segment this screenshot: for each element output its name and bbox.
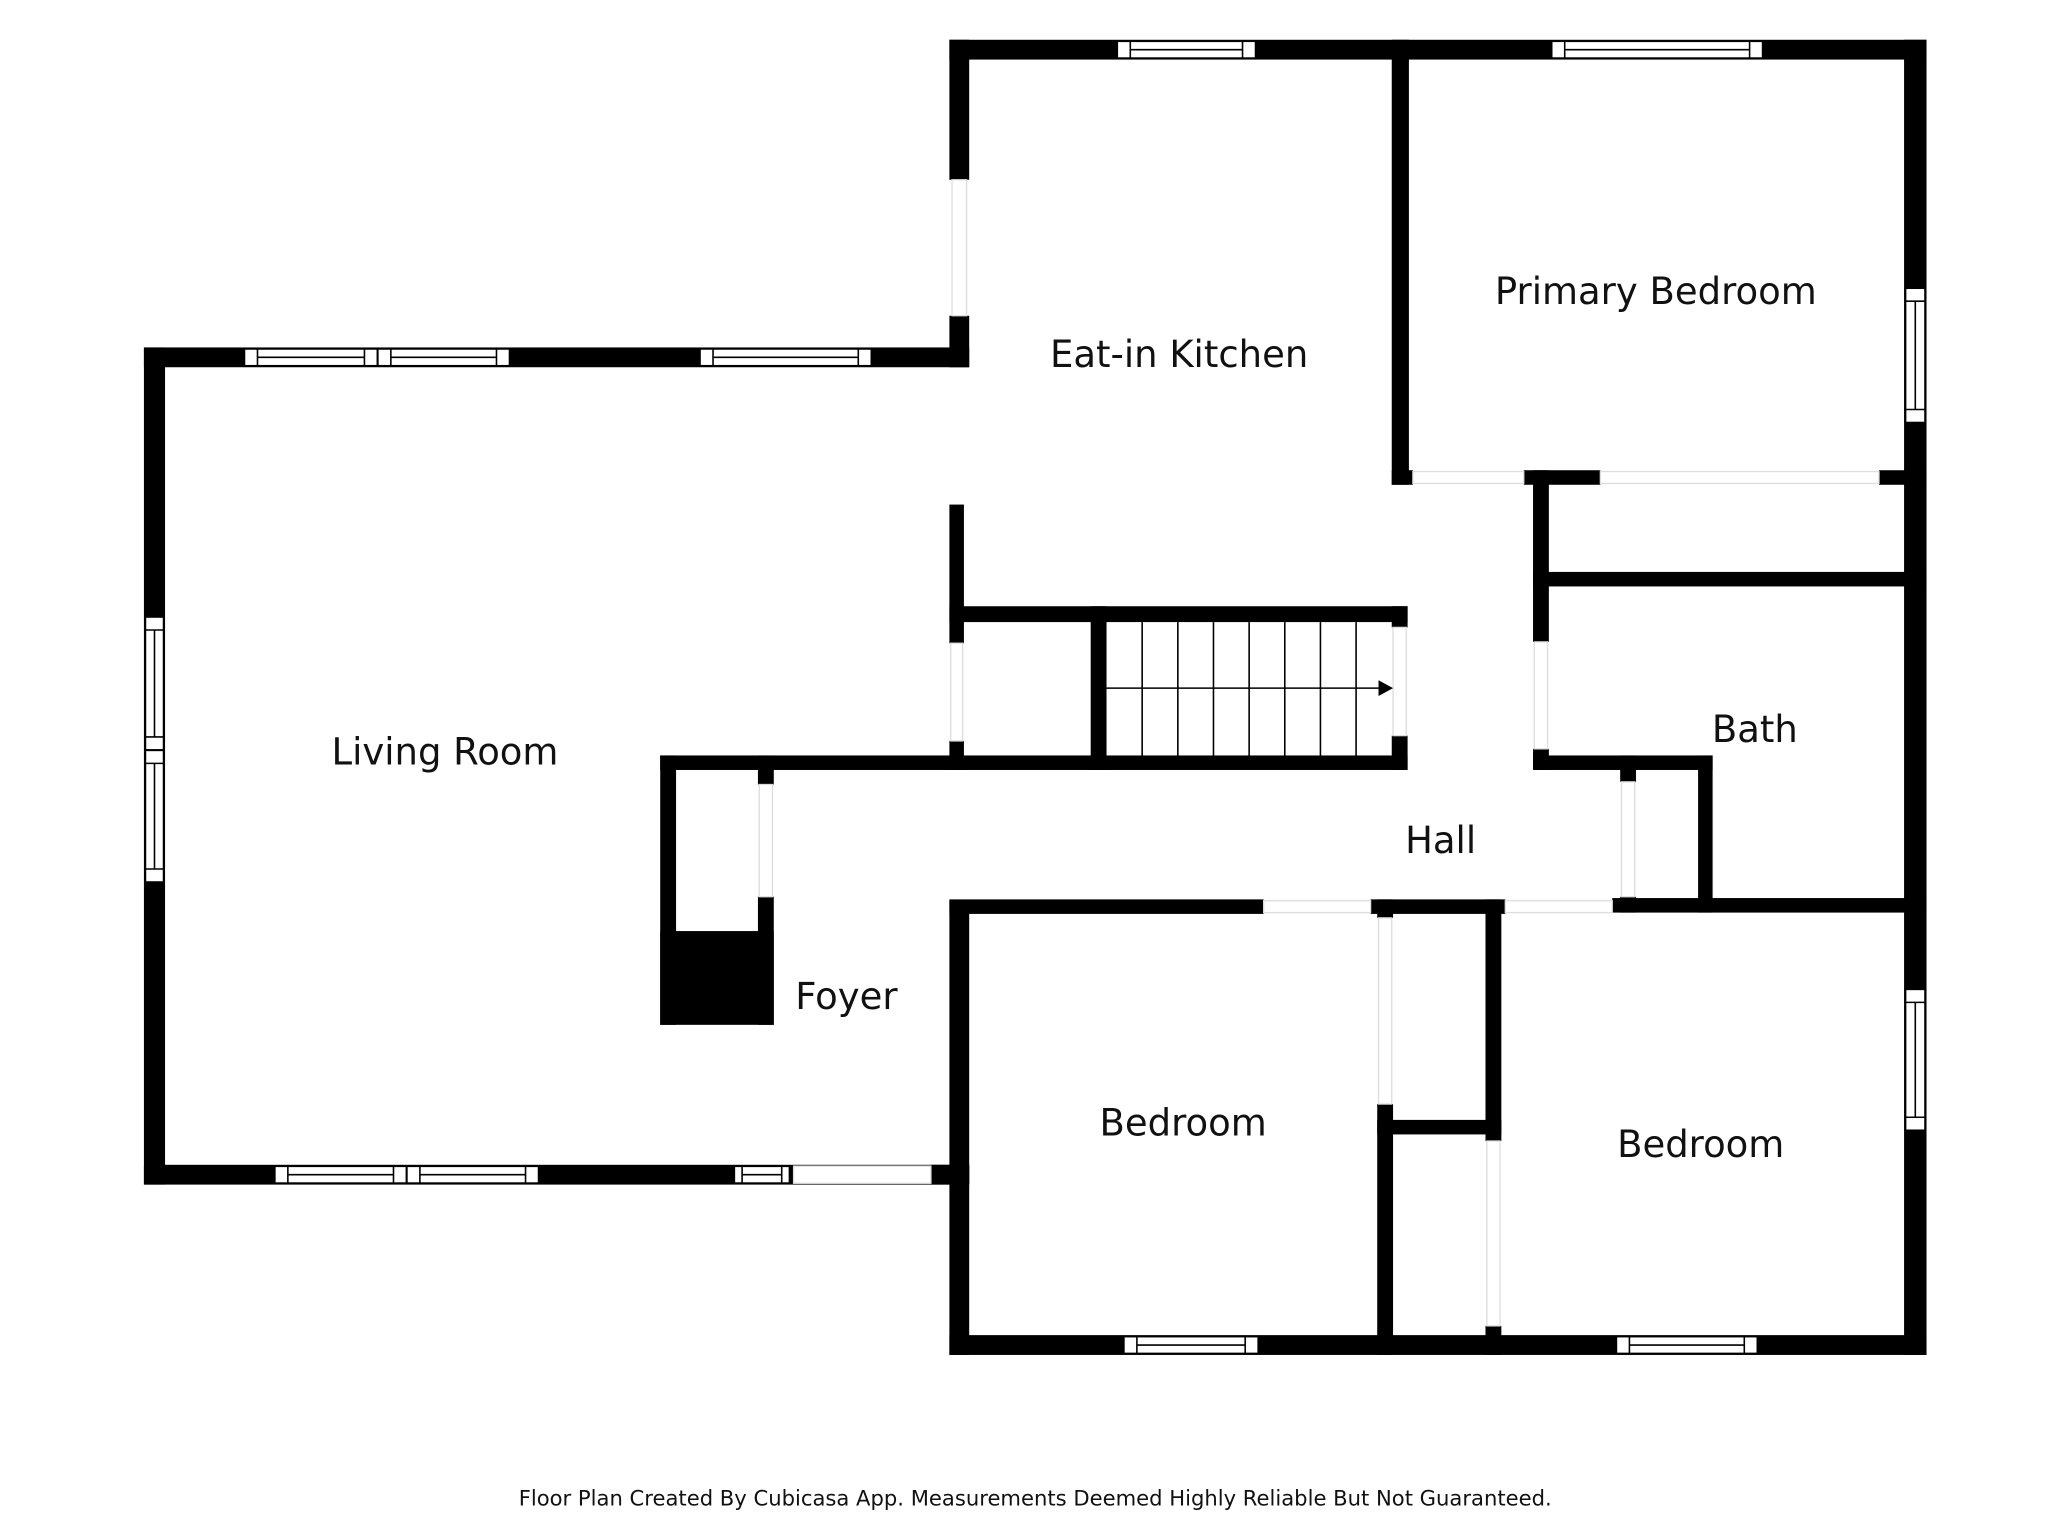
door-primary-a (1412, 470, 1525, 485)
door-primary-b (1599, 470, 1880, 485)
door-bedroom-left (1262, 900, 1372, 914)
wall-foyer-top (660, 755, 1408, 770)
wall-bottom-bedrooms (949, 1335, 1927, 1355)
wall-closet-mid-right (1485, 899, 1502, 1142)
staircase (1106, 622, 1380, 756)
door-foyer-closet (758, 783, 774, 898)
wall-closet-mid-divider (1377, 1119, 1502, 1135)
wall-foyer-door-post (930, 1164, 970, 1185)
wall-stair-left (1090, 606, 1107, 770)
wall-kitchen-stair-post (949, 504, 964, 644)
label-eat-in-kitchen: Eat-in Kitchen (1050, 333, 1308, 376)
label-foyer: Foyer (795, 975, 898, 1018)
door-stair (1392, 626, 1407, 737)
wall-closet-mid-left-low (1377, 1104, 1394, 1355)
label-living-room: Living Room (332, 731, 559, 774)
wall-bath-inner-vertical (1698, 755, 1713, 913)
label-hall: Hall (1405, 819, 1476, 862)
wall-closet-mid-right-low (1485, 1325, 1502, 1355)
wall-top-east (949, 39, 1927, 60)
label-bath: Bath (1712, 708, 1798, 751)
room-labels: Living Room Eat-in Kitchen Primary Bedro… (332, 270, 1817, 1166)
door-stair-closet (950, 642, 964, 742)
label-bedroom-left: Bedroom (1100, 1102, 1267, 1145)
label-primary-bedroom: Primary Bedroom (1495, 270, 1817, 313)
wall-closet-mid-left-top (1377, 899, 1394, 918)
wall-bath-inner-post (1620, 755, 1637, 782)
wall-kitchen-west-upper (949, 39, 970, 180)
door-foyer-exterior (792, 1165, 932, 1184)
wall-closet-post-top (757, 755, 774, 785)
stair-arrow-icon (1378, 680, 1394, 697)
wall-primary-bottom-a (1391, 470, 1413, 485)
wall-bedroom-left-top (949, 899, 1264, 914)
door-closet-mid-left (1377, 917, 1393, 1105)
label-bedroom-right: Bedroom (1617, 1123, 1784, 1166)
door-bedroom-right (1504, 900, 1613, 914)
foyer-closet-solid (660, 931, 774, 1025)
wall-closet-bath-divider (1533, 571, 1927, 587)
wall-primary-west (1391, 39, 1409, 485)
wall-primary-bottom-c (1878, 470, 1927, 485)
door-closet-mid-right (1486, 1140, 1501, 1327)
door-closet-hall (1533, 641, 1549, 750)
wall-stair-top (949, 606, 1408, 623)
wall-east (1904, 39, 1927, 1355)
window-mullions (145, 41, 1926, 1354)
doorways (758, 179, 1880, 1327)
wall-bedroom-west (949, 900, 970, 1355)
door-kitchen-west (951, 179, 968, 317)
wall-bath-bottom-b (1612, 898, 1927, 913)
wall-stair-right-top (1391, 606, 1408, 628)
wall-closet-west (1533, 470, 1549, 642)
footer-disclaimer: Floor Plan Created By Cubicasa App. Meas… (519, 1485, 1552, 1510)
wall-bedroom-middle-top (1370, 899, 1506, 914)
door-bath (1620, 781, 1636, 898)
